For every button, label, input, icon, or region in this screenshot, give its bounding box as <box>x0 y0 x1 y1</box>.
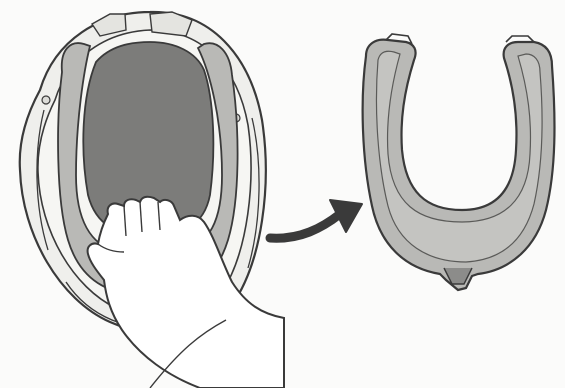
shell-rivet-left <box>42 96 50 104</box>
removed-pad-illustration <box>363 34 555 290</box>
top-vent-tab-right <box>150 12 192 36</box>
removal-arrow <box>270 200 362 238</box>
arrow-shaft <box>270 214 340 238</box>
